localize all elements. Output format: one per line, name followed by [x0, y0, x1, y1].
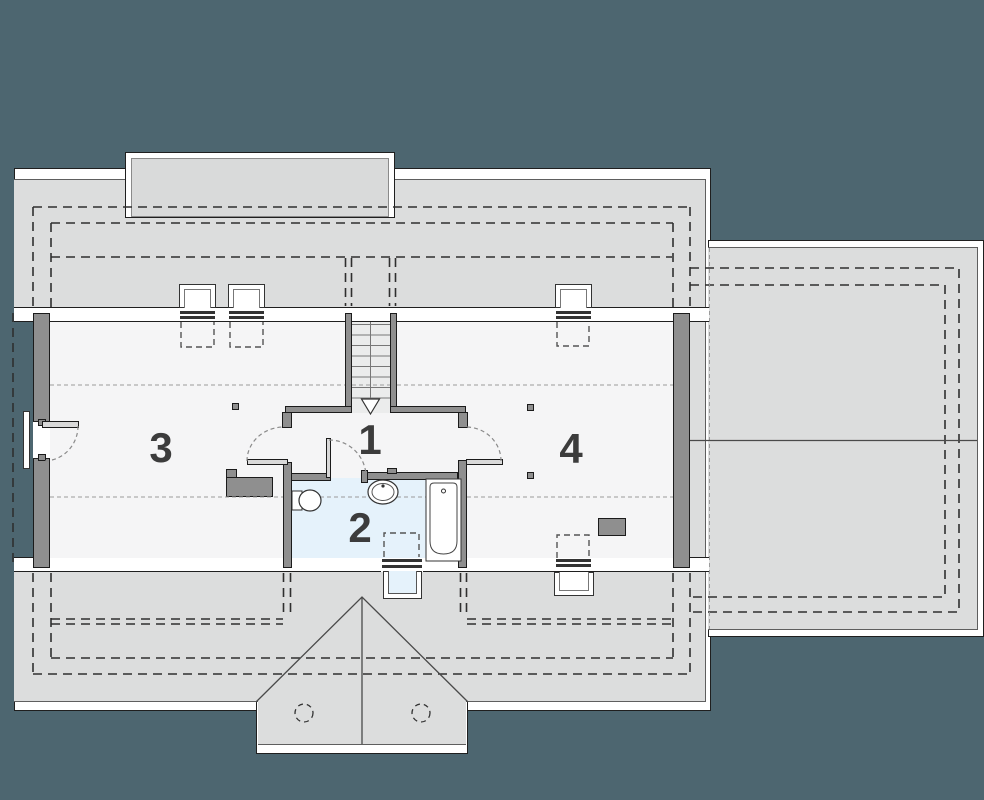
room-label-2: 2 — [348, 504, 372, 551]
bathroom-door-leaf — [326, 438, 331, 478]
room-label-1: 1 — [358, 416, 382, 463]
top-dormer-surface — [131, 158, 389, 217]
bathroom-window-glazing-a — [382, 559, 422, 562]
hall-wall-left-cap — [282, 412, 292, 428]
bottom-exterior-wall — [14, 557, 709, 572]
room-label-4: 4 — [559, 425, 583, 472]
roof-window-frame-4 — [559, 572, 589, 591]
garage-roof-surface — [708, 247, 978, 630]
window-glazing-4a — [556, 559, 591, 562]
balcony-slab — [23, 411, 30, 469]
window-glazing-3a — [556, 311, 591, 314]
window-glazing-4b — [556, 564, 591, 567]
bathroom-window-glazing-b — [382, 565, 422, 568]
desk-room3-tab — [226, 469, 237, 478]
window-glazing-1b — [180, 316, 215, 319]
hall-wall-right — [390, 406, 466, 413]
window-glazing-3b — [556, 316, 591, 319]
roof-window-frame-2 — [233, 289, 260, 308]
bathroom-top-wall-a — [291, 473, 331, 481]
roof-window-frame-3 — [560, 289, 587, 308]
room3-door-leaf — [247, 459, 288, 465]
bathroom-top-wall-pilaster — [387, 468, 397, 474]
window-glazing-2b — [229, 316, 264, 319]
post-room3 — [232, 403, 239, 410]
post-room4-lower — [527, 472, 534, 479]
room-label-3: 3 — [149, 424, 173, 471]
door-hinge-block-bottom — [38, 454, 46, 461]
cabinet-room4 — [598, 518, 626, 536]
post-room4-upper — [527, 404, 534, 411]
bathroom-top-wall-b — [362, 472, 458, 480]
window-glazing-2a — [229, 311, 264, 314]
room4-door-leaf — [466, 459, 503, 465]
balcony-door-leaf — [42, 421, 79, 428]
staircase — [352, 322, 390, 413]
stair-wall-right — [390, 313, 397, 413]
bathroom-top-wall-b-cap — [361, 470, 368, 483]
bathroom-right-wall — [458, 460, 467, 568]
right-exterior-wall-pier — [673, 313, 690, 568]
hall-wall-right-cap — [458, 412, 468, 428]
hall-wall-left — [285, 406, 352, 413]
bathroom-dormer-well-inner — [388, 571, 417, 594]
stair-wall-left — [345, 313, 352, 413]
desk-room3 — [226, 477, 273, 497]
bottom-dormer-surface — [258, 701, 466, 745]
top-exterior-wall — [14, 307, 709, 322]
window-glazing-1a — [180, 311, 215, 314]
roof-window-frame-1 — [184, 289, 211, 308]
